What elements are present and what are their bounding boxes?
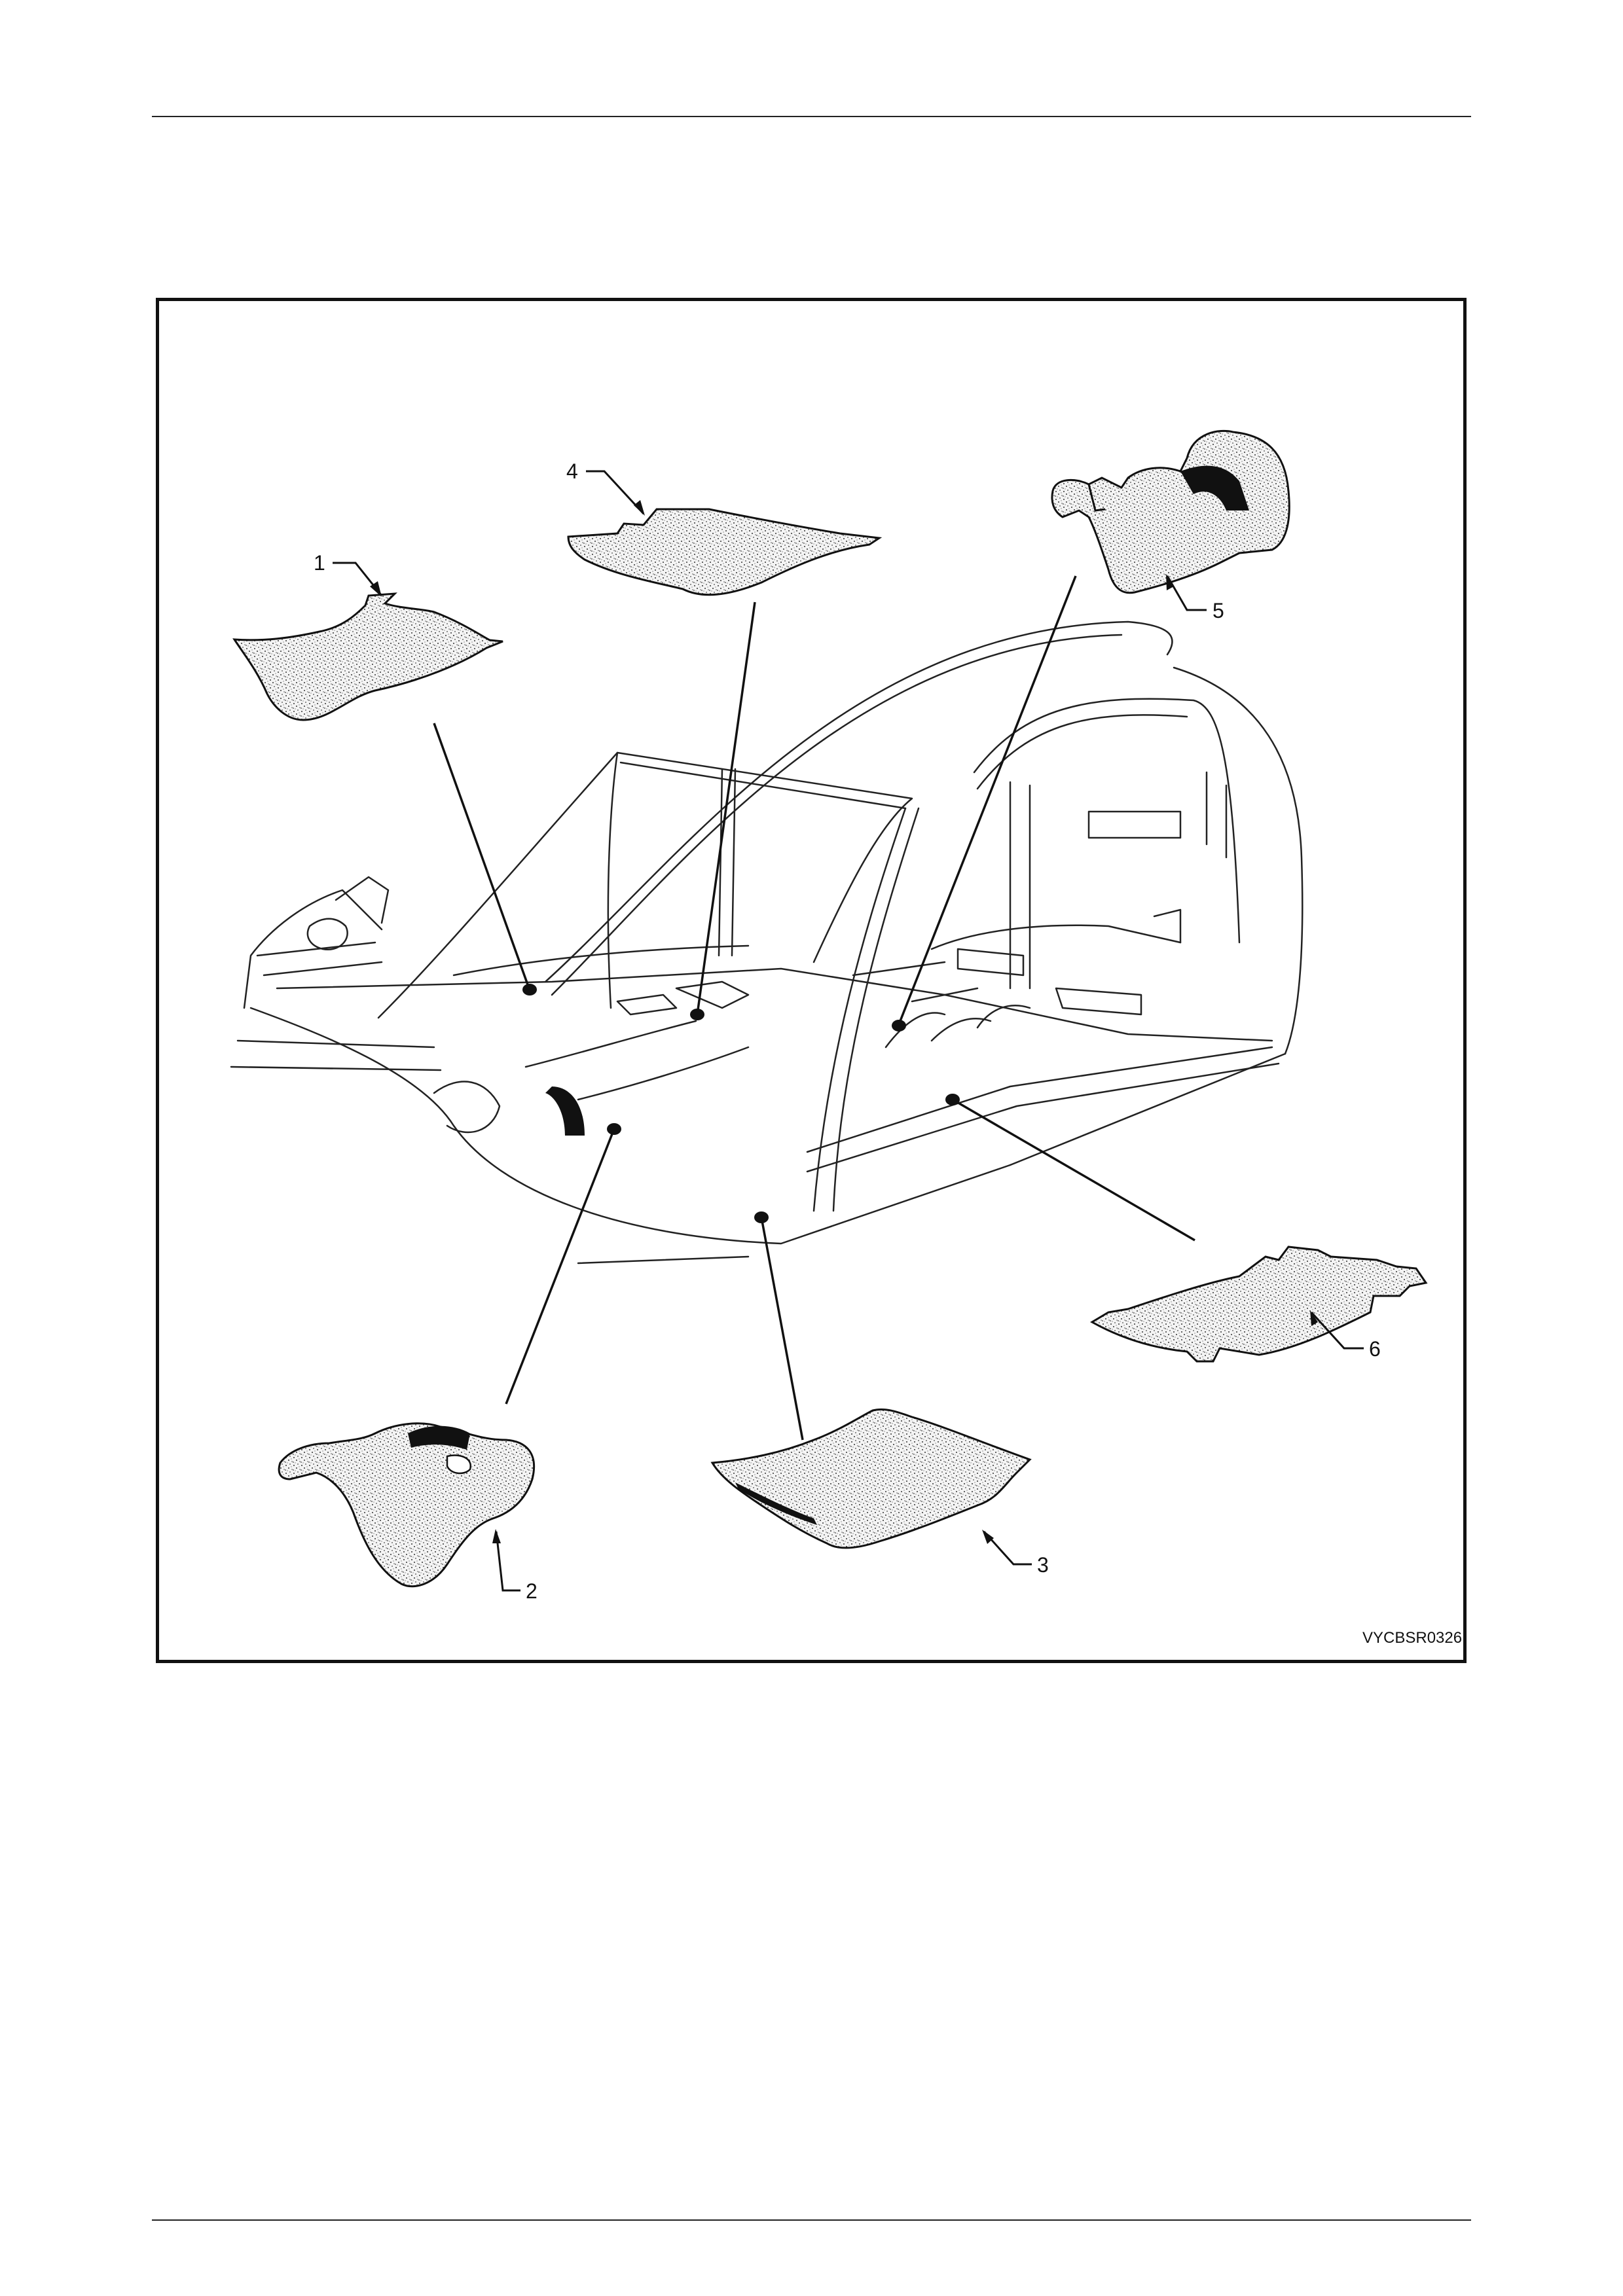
callout-label-2: 2 (526, 1579, 538, 1603)
header-rule (152, 116, 1471, 117)
attachment-points (522, 984, 960, 1223)
callout-label-6: 6 (1369, 1337, 1381, 1361)
insulation-panel-4 (568, 509, 879, 595)
car-insulation-illustration: 1 4 5 6 2 3 VYCBSR0326 (159, 301, 1463, 1660)
callout-label-4: 4 (566, 459, 578, 483)
car-body (231, 622, 1302, 1263)
insulation-panel-3 (712, 1409, 1030, 1548)
insulation-panel-2 (279, 1424, 534, 1587)
insulation-panel-1 (234, 594, 503, 720)
callout-label-3: 3 (1037, 1553, 1049, 1577)
callout-label-5: 5 (1213, 599, 1224, 622)
figure-code: VYCBSR0326 (1362, 1629, 1462, 1647)
callout-label-1: 1 (314, 551, 325, 575)
insulation-panel-5 (1052, 431, 1289, 592)
front-wheel-well (545, 1086, 585, 1136)
footer-rule (152, 2219, 1471, 2221)
figure-frame: 1 4 5 6 2 3 VYCBSR0326 (156, 298, 1467, 1663)
